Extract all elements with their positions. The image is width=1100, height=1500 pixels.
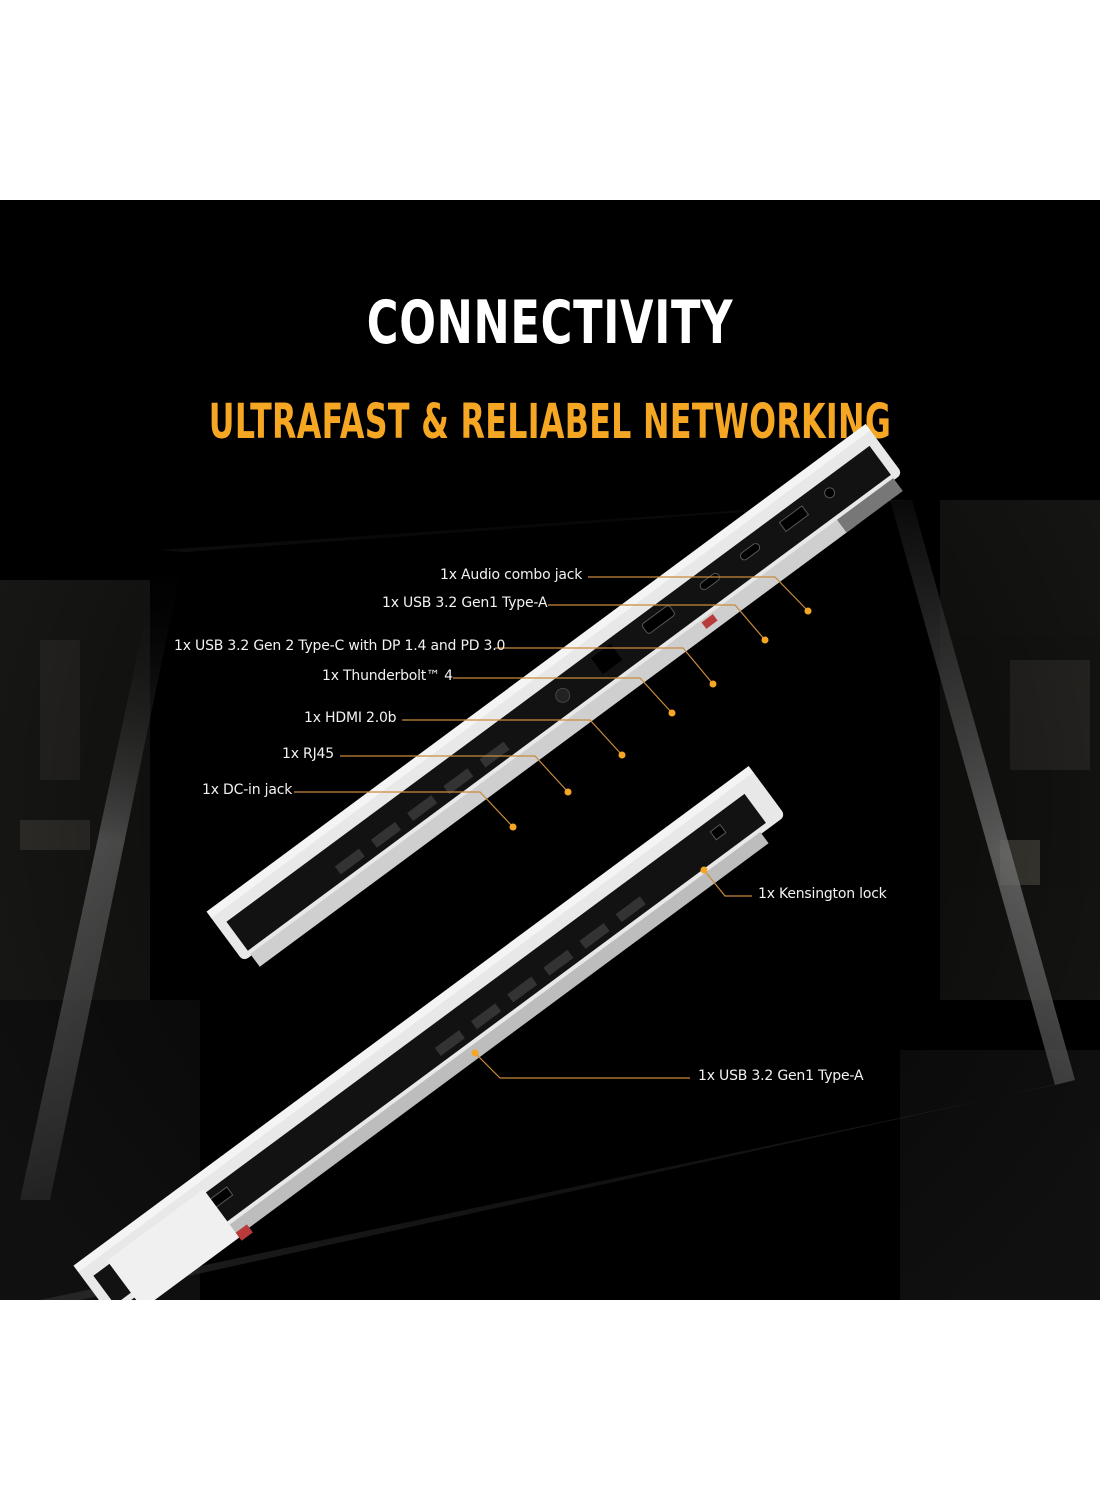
label-usb-c: 1x USB 3.2 Gen 2 Type-C with DP 1.4 and … — [174, 638, 506, 654]
label-dc-in-jack: 1x DC-in jack — [202, 782, 293, 798]
laptop-left-side — [206, 423, 903, 967]
label-audio-combo-jack: 1x Audio combo jack — [440, 567, 583, 583]
port-dots — [471, 607, 812, 1057]
label-usb-a-right: 1x USB 3.2 Gen1 Type-A — [698, 1068, 864, 1084]
laptop-illustration — [73, 423, 903, 1300]
connectivity-banner: CONNECTIVITY ULTRAFAST & RELIABEL NETWOR… — [0, 200, 1100, 1300]
laptop-right-side — [73, 765, 784, 1300]
page-subtitle: ULTRAFAST & RELIABEL NETWORKING — [208, 394, 892, 450]
label-kensington-lock: 1x Kensington lock — [758, 886, 887, 902]
page-title: CONNECTIVITY — [366, 288, 734, 358]
label-thunderbolt: 1x Thunderbolt™ 4 — [322, 668, 453, 684]
label-rj45: 1x RJ45 — [282, 746, 334, 762]
label-usb-a-left: 1x USB 3.2 Gen1 Type-A — [382, 595, 548, 611]
leader-lines — [294, 576, 809, 1079]
port-callouts: 1x Audio combo jack 1x USB 3.2 Gen1 Type… — [0, 200, 1100, 1300]
label-hdmi: 1x HDMI 2.0b — [304, 710, 397, 726]
